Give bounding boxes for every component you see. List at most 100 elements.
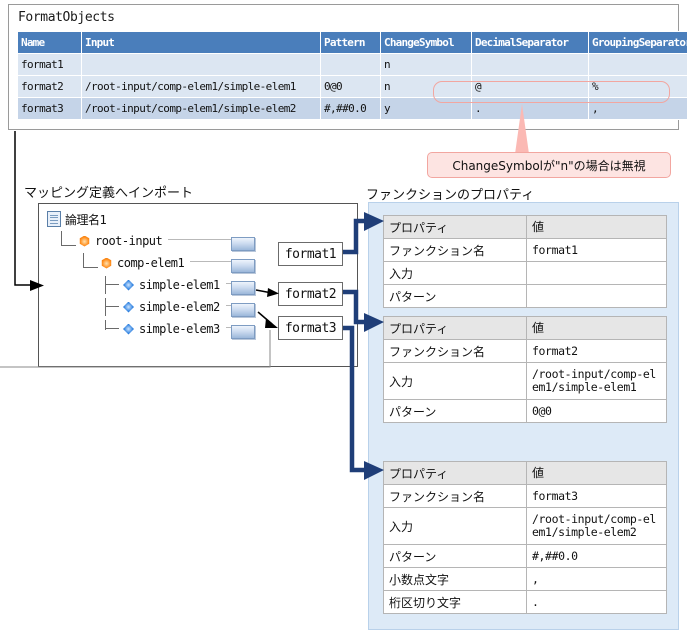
property-value: format3	[526, 484, 667, 508]
value-column-header: 値	[526, 316, 667, 340]
mapping-port-icon[interactable]	[231, 325, 255, 339]
property-value	[526, 261, 667, 285]
cell-input: /root-input/comp-elem1/simple-elem1	[81, 75, 321, 98]
annotation-text: ChangeSymbolが"n"の場合は無視	[452, 158, 646, 173]
property-row: 桁区切り文字 .	[383, 590, 667, 614]
property-column-header: プロパティ	[383, 461, 527, 485]
cell-name: format1	[17, 53, 82, 76]
tree-root-node[interactable]: 論理名1	[47, 210, 107, 228]
mapping-line	[190, 261, 241, 262]
property-value: 0@0	[526, 399, 667, 423]
tree-node-label: simple-elem1	[139, 278, 220, 292]
complex-element-icon	[101, 257, 112, 269]
property-row: パターン	[383, 284, 667, 308]
property-key: ファンクション名	[383, 484, 527, 508]
value-column-header: 値	[526, 461, 667, 485]
simple-element-icon	[123, 279, 134, 291]
column-header-changesymbol: ChangeSymbol	[380, 31, 472, 54]
property-key: 入力	[383, 362, 527, 400]
tree-node-simple-elem1[interactable]: simple-elem1	[105, 276, 240, 294]
tree-node-simple-elem3[interactable]: simple-elem3	[105, 320, 240, 338]
property-key: パターン	[383, 284, 527, 308]
property-header-row: プロパティ 値	[383, 316, 667, 340]
panel-title: FormatObjects	[18, 10, 115, 25]
property-row: 小数点文字 ,	[383, 567, 667, 591]
simple-element-icon	[123, 301, 134, 313]
tree-node-root-input[interactable]: root-input	[61, 231, 241, 250]
format-objects-table: Name Input Pattern ChangeSymbol DecimalS…	[17, 31, 687, 120]
property-row: ファンクション名 format2	[383, 339, 667, 363]
property-value: ,	[526, 567, 667, 591]
property-key: 小数点文字	[383, 567, 527, 591]
cell-input	[81, 53, 321, 76]
tree-node-comp-elem1[interactable]: comp-elem1	[83, 253, 241, 272]
annotation-callout: ChangeSymbolが"n"の場合は無視	[427, 152, 671, 178]
property-table-format2: プロパティ 値 ファンクション名 format2 入力 /root-input/…	[383, 316, 667, 423]
annotation-pointer-icon	[515, 104, 529, 154]
tree-node-label: root-input	[95, 234, 163, 248]
property-column-header: プロパティ	[383, 215, 527, 239]
property-value: #,##0.0	[526, 544, 667, 568]
mapping-section-caption: マッピング定義へインポート	[24, 186, 194, 201]
cell-name: format3	[17, 97, 82, 120]
cell-pattern	[320, 53, 381, 76]
cell-groupingseparator: ,	[588, 97, 687, 120]
property-row: パターン 0@0	[383, 399, 667, 423]
cell-changesymbol: n	[380, 53, 472, 76]
function-properties-panel: プロパティ 値 ファンクション名 format1 入力 パターン プロパティ 値…	[368, 202, 679, 630]
format-box-label: format2	[284, 286, 337, 302]
property-row: ファンクション名 format1	[383, 238, 667, 262]
mapping-port-icon[interactable]	[231, 237, 255, 251]
property-value: format1	[526, 238, 667, 262]
property-table-format3: プロパティ 値 ファンクション名 format3 入力 /root-input/…	[383, 461, 667, 614]
property-row: ファンクション名 format3	[383, 484, 667, 508]
cell-groupingseparator	[588, 53, 687, 76]
table-row[interactable]: format1 n	[17, 53, 687, 76]
format-box-label: format3	[284, 320, 337, 336]
tree-tee-icon	[105, 276, 120, 294]
property-row: 入力 /root-input/comp-elem1/simple-elem1	[383, 362, 667, 400]
property-value: /root-input/comp-elem1/simple-elem1	[526, 362, 667, 400]
property-row: パターン #,##0.0	[383, 544, 667, 568]
column-header-pattern: Pattern	[320, 31, 381, 54]
tree-node-label: 論理名1	[65, 212, 107, 227]
tree-node-label: simple-elem2	[139, 300, 220, 314]
cell-input: /root-input/comp-elem1/simple-elem2	[81, 97, 321, 120]
mapping-port-icon[interactable]	[231, 259, 255, 273]
tree-elbow-icon	[105, 320, 120, 330]
cell-changesymbol: n	[380, 75, 472, 98]
column-header-decimalseparator: DecimalSeparator	[471, 31, 589, 54]
mapping-port-icon[interactable]	[231, 303, 255, 317]
tree-node-label: comp-elem1	[117, 256, 185, 270]
format-box-label: format1	[284, 246, 337, 262]
table-row[interactable]: format3 /root-input/comp-elem1/simple-el…	[17, 97, 687, 120]
column-header-groupingseparator: GroupingSeparator	[588, 31, 687, 54]
property-key: パターン	[383, 399, 527, 423]
property-row: 入力 /root-input/comp-elem1/simple-elem2	[383, 507, 667, 545]
format-box-format3[interactable]: format3	[278, 316, 343, 340]
document-icon	[47, 211, 61, 227]
tree-node-simple-elem2[interactable]: simple-elem2	[105, 298, 240, 316]
tree-tee-icon	[105, 298, 120, 316]
property-table-format1: プロパティ 値 ファンクション名 format1 入力 パターン	[383, 215, 667, 308]
tree-elbow-icon	[61, 231, 76, 246]
property-header-row: プロパティ 値	[383, 461, 667, 485]
format-box-format1[interactable]: format1	[278, 242, 343, 266]
property-key: 入力	[383, 507, 527, 545]
property-key: 桁区切り文字	[383, 590, 527, 614]
property-key: ファンクション名	[383, 339, 527, 363]
format-objects-panel: FormatObjects Name Input Pattern ChangeS…	[8, 4, 687, 130]
format-box-format2[interactable]: format2	[278, 282, 343, 306]
property-key: 入力	[383, 261, 527, 285]
cell-pattern: 0@0	[320, 75, 381, 98]
table-header-row: Name Input Pattern ChangeSymbol DecimalS…	[17, 31, 687, 54]
mapping-port-icon[interactable]	[231, 281, 255, 295]
cell-name: format2	[17, 75, 82, 98]
property-column-header: プロパティ	[383, 316, 527, 340]
property-key: ファンクション名	[383, 238, 527, 262]
cell-decimalseparator	[471, 53, 589, 76]
cell-pattern: #,##0.0	[320, 97, 381, 120]
table-row[interactable]: format2 /root-input/comp-elem1/simple-el…	[17, 75, 687, 98]
column-header-input: Input	[81, 31, 321, 54]
cell-decimalseparator: @	[471, 75, 589, 98]
